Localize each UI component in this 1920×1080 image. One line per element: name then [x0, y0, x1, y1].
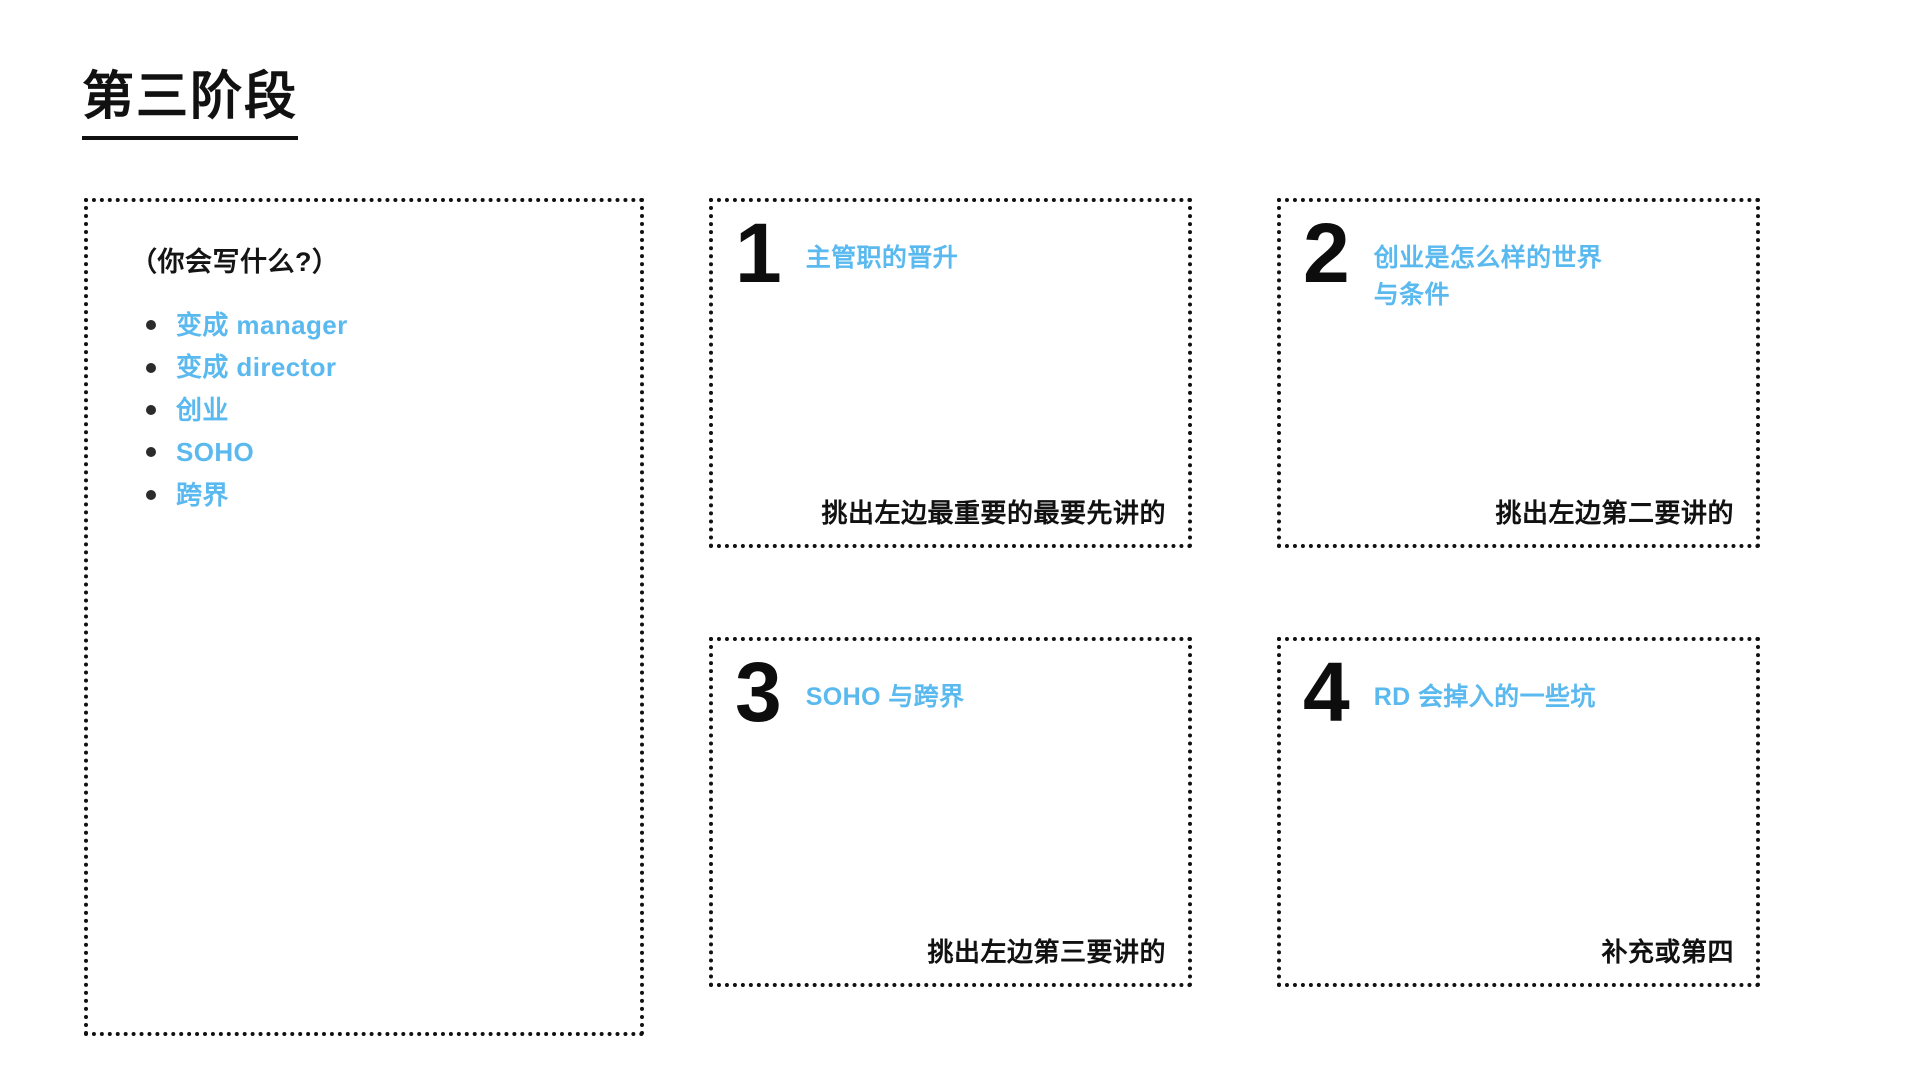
bullet-icon: [146, 489, 156, 500]
card-heading: 主管职的晋升: [805, 244, 959, 272]
card-caption: 挑出左边第三要讲的: [927, 937, 1166, 967]
list-item-label: 创业: [176, 394, 229, 425]
bullet-icon: [146, 447, 156, 458]
card-caption: 挑出左边最重要的最要先讲的: [821, 498, 1166, 528]
card-number: 3: [735, 645, 782, 739]
topic-card-1: 1 主管职的晋升 挑出左边最重要的最要先讲的: [709, 198, 1192, 548]
topic-card-3: 3 SOHO 与跨界 挑出左边第三要讲的: [709, 637, 1192, 987]
topic-card-4: 4 RD 会掉入的一些坑 补充或第四: [1277, 637, 1760, 987]
card-number: 2: [1303, 206, 1350, 300]
card-heading: RD 会掉入的一些坑: [1373, 683, 1596, 711]
list-item: SOHO: [146, 431, 348, 473]
list-item: 变成 director: [146, 346, 348, 388]
list-item-label: 变成 director: [176, 352, 337, 383]
card-heading: 创业是怎么样的世界 与条件: [1373, 244, 1603, 309]
page-title: 第三阶段: [82, 68, 299, 140]
bullet-icon: [146, 362, 156, 373]
list-item: 跨界: [146, 474, 348, 516]
card-number: 1: [735, 206, 782, 300]
list-item-label: 跨界: [176, 479, 229, 510]
card-header: 1 主管职的晋升: [735, 206, 1172, 300]
card-header: 3 SOHO 与跨界: [735, 645, 1172, 739]
card-caption: 挑出左边第二要讲的: [1495, 498, 1734, 528]
list-item-label: SOHO: [176, 437, 255, 468]
list-item: 创业: [146, 389, 348, 431]
list-item: 变成 manager: [146, 304, 348, 346]
topic-card-2: 2 创业是怎么样的世界 与条件 挑出左边第二要讲的: [1277, 198, 1760, 548]
card-heading: SOHO 与跨界: [805, 683, 965, 711]
ideas-list: 变成 manager 变成 director 创业 SOHO 跨界: [128, 304, 348, 516]
card-header: 4 RD 会掉入的一些坑: [1303, 645, 1740, 739]
ideas-panel-header: （你会写什么?）: [130, 247, 340, 277]
bullet-icon: [146, 404, 156, 415]
card-number: 4: [1303, 645, 1350, 739]
card-caption: 补充或第四: [1601, 937, 1734, 967]
card-header: 2 创业是怎么样的世界 与条件: [1303, 206, 1740, 314]
bullet-icon: [146, 320, 156, 331]
list-item-label: 变成 manager: [176, 310, 348, 340]
ideas-panel: （你会写什么?） 变成 manager 变成 director 创业 SOHO …: [84, 198, 644, 1036]
